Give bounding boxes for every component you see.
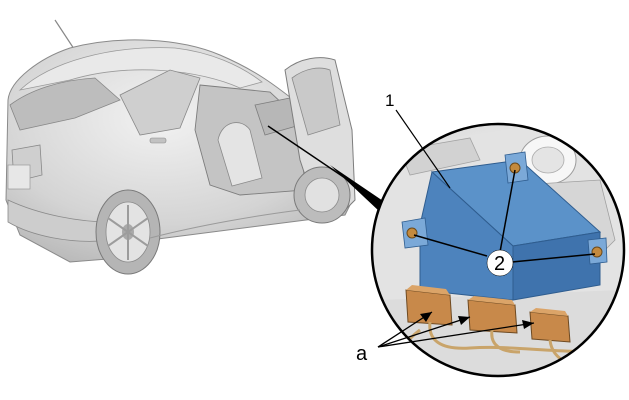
leader-line — [267, 125, 392, 212]
front-wheel — [293, 166, 351, 224]
callout-2-label: 2 — [494, 253, 505, 275]
callout-1: 1 — [385, 91, 451, 189]
rear-wheel — [95, 189, 161, 275]
callout-2: 2 — [413, 169, 596, 277]
callout-a-label: a — [356, 343, 368, 365]
callout-a: a — [356, 311, 535, 365]
wiring-connectors — [405, 285, 571, 343]
callout-1-label: 1 — [385, 91, 394, 110]
car-illustration — [5, 19, 356, 275]
airbag-control-module — [401, 151, 608, 301]
